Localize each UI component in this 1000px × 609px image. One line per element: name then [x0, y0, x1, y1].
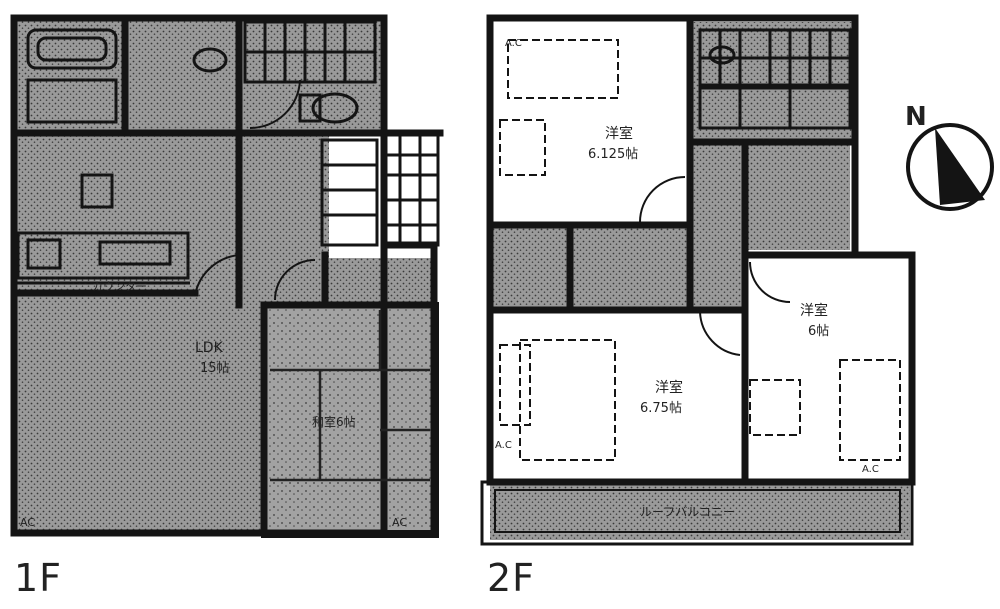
hall-floor: [239, 133, 329, 303]
ac-label-japanese-room: AC: [392, 516, 407, 529]
japanese-room-floor: [264, 308, 434, 533]
closet-2f-right: [745, 145, 850, 250]
kitchen-block: [14, 133, 239, 293]
western-room-a-name: 洋室: [605, 125, 633, 142]
ac-label-room-b: A.C: [495, 440, 512, 451]
ac-label-room-a: A.C: [505, 38, 522, 49]
compass-needle-icon: [935, 128, 985, 205]
stairs-2f: [698, 28, 852, 130]
floor1-plan: LDK 15帖 カウンター 和室6帖 AC AC: [10, 14, 444, 538]
ldk-floor: [14, 293, 264, 533]
floor2-plan: 洋室 6.125帖 洋室 6.75帖 洋室 6帖 ルーフバルコニー A.C A.…: [480, 14, 916, 546]
western-room-c-floor: [745, 255, 910, 477]
western-room-b-name: 洋室: [655, 379, 683, 396]
balcony-outline: [480, 480, 914, 546]
bed-outlines-2f: [499, 39, 901, 461]
ldk-label: LDK: [195, 340, 224, 356]
hall-2f-floor: [690, 142, 745, 307]
compass-north-label: N: [905, 102, 927, 132]
closet-2f-middle: [572, 228, 687, 308]
kitchen-fixtures: [14, 173, 190, 285]
western-room-b-size: 6.75帖: [640, 401, 682, 416]
compass: N: [905, 102, 994, 211]
western-room-a-size: 6.125帖: [588, 147, 638, 162]
western-room-c-size: 6帖: [808, 324, 829, 339]
balcony-label: ルーフバルコニー: [640, 505, 735, 519]
western-room-c-name: 洋室: [800, 302, 828, 319]
balcony-floor: [490, 485, 910, 540]
stairs-2f-area: [690, 22, 855, 142]
storage-floor: [325, 258, 435, 308]
bath-fixtures: [26, 28, 359, 124]
tatami-lines: [270, 310, 430, 482]
western-room-a-floor: [490, 22, 685, 222]
stairs-1f: [243, 20, 379, 247]
floor1-label: 1F: [14, 556, 63, 600]
compass-ring: [906, 123, 994, 211]
floor2-label: 2F: [487, 556, 536, 600]
door-swings-1f: [194, 79, 316, 301]
ac-label-ldk: AC: [20, 516, 35, 529]
wet-area-block: [14, 18, 384, 133]
japanese-room-label: 和室6帖: [312, 414, 356, 429]
ldk-size-label: 15帖: [200, 361, 230, 376]
ac-label-room-c: A.C: [862, 464, 879, 475]
closet-2f-left: [493, 228, 568, 308]
counter-label: カウンター: [92, 280, 147, 293]
door-swings-2f: [639, 176, 791, 356]
